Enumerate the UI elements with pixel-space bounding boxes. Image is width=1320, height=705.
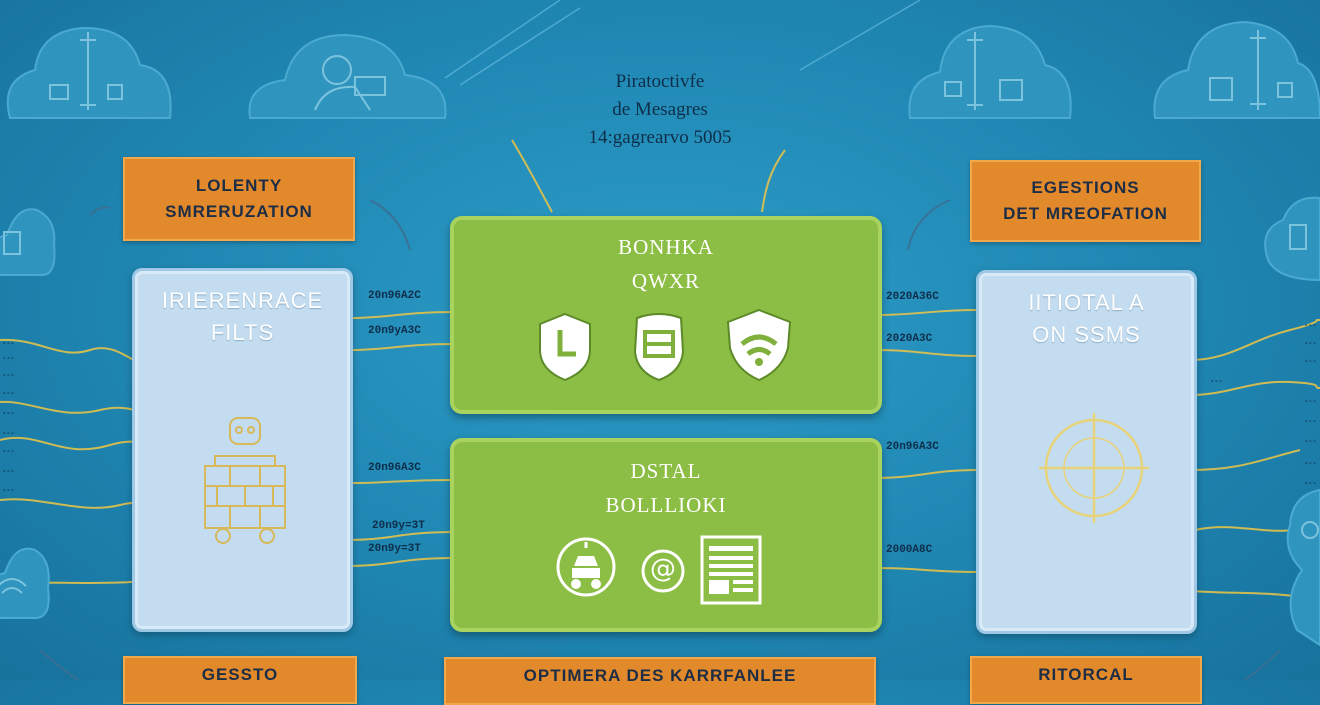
label-top-right-line-1: EGESTIONS	[1031, 178, 1140, 197]
right-panel-title-line-2: ON SSMS	[1032, 322, 1141, 347]
edge-tick-left-7: ---	[2, 448, 15, 456]
robot-icon	[556, 534, 616, 600]
edge-tick-right-2: ---	[1304, 340, 1317, 348]
edge-tick-right-4: ---	[1210, 378, 1223, 386]
right-panel-title-line-1: IITIOTAL A	[1028, 290, 1145, 315]
firewall-robot-icon	[195, 416, 295, 546]
edge-tick-right-6: ---	[1304, 418, 1317, 426]
document-list-icon	[699, 534, 765, 606]
label-top-left-line-1: LOLENTY	[195, 176, 283, 195]
label-top-right-line-2: DET MREOFATION	[1003, 204, 1168, 223]
label-bottom-left: GESSTO	[123, 656, 357, 704]
green-box-bottom-title-line-2: BOLLLIOKI	[605, 493, 727, 517]
connector-label-left-4: 20n9y=3T	[372, 520, 425, 532]
label-bottom-right-text: RITORCAL	[1038, 665, 1134, 684]
edge-tick-left-6: ---	[2, 430, 15, 438]
edge-tick-right-7: ---	[1304, 438, 1317, 446]
title-line-2: de Mesagres	[612, 99, 708, 120]
wifi-shield-icon	[724, 308, 794, 382]
cloud-person-icon	[245, 25, 450, 120]
edge-tick-left-9: ---	[2, 487, 15, 495]
connector-label-left-3: 20n96A3C	[368, 462, 421, 474]
left-panel-title-line-2: FILTS	[210, 320, 275, 345]
edge-tick-right-8: ---	[1304, 460, 1317, 468]
label-top-left: LOLENTY SMRERUZATION	[123, 157, 355, 241]
edge-tick-right-9: ---	[1304, 480, 1317, 488]
green-box-top-title-line-1: BONHKA	[618, 235, 714, 259]
label-bottom-left-text: GESSTO	[201, 665, 279, 684]
green-box-bottom: DSTAL BOLLLIOKI @	[450, 438, 882, 632]
at-sign-icon: @	[640, 548, 686, 594]
clock-shield-icon	[536, 312, 594, 382]
green-box-top-title-line-2: QWXR	[631, 269, 701, 293]
edge-tick-left-1: ---	[2, 340, 15, 348]
edge-tick-left-4: ---	[2, 390, 15, 398]
cloud-server-icon	[905, 10, 1075, 120]
left-panel: IRIERENRACE FILTS	[132, 268, 353, 632]
edge-tick-right-1: ---	[1304, 322, 1317, 330]
edge-tick-left-8: ---	[2, 468, 15, 476]
edge-tick-right-3: ---	[1304, 358, 1317, 366]
right-panel: IITIOTAL A ON SSMS	[976, 270, 1197, 634]
green-box-top: BONHKA QWXR	[450, 216, 882, 414]
label-top-left-line-2: SMRERUZATION	[165, 202, 313, 221]
diagram-title: Piratoctivfe de Mesagres 14:gagrearvo 50…	[480, 68, 840, 152]
label-top-right: EGESTIONS DET MREOFATION	[970, 160, 1201, 242]
label-bottom-center-text: OPTIMERA DES KARRFANLEE	[523, 666, 797, 685]
edge-tick-left-5: ---	[2, 410, 15, 418]
connector-label-right-3: 20n96A3C	[886, 441, 939, 453]
green-box-bottom-title: DSTAL BOLLLIOKI	[454, 454, 878, 522]
cloud-server-icon	[0, 10, 175, 120]
cloud-document-icon	[0, 200, 57, 280]
target-compass-icon	[1029, 413, 1169, 523]
label-bottom-right: RITORCAL	[970, 656, 1202, 704]
left-panel-title: IRIERENRACE FILTS	[135, 285, 350, 349]
green-box-top-title: BONHKA QWXR	[454, 230, 878, 298]
cloud-document-icon	[1258, 190, 1320, 285]
left-panel-title-line-1: IRIERENRACE	[161, 288, 324, 313]
connector-label-left-5: 20n9y=3T	[368, 543, 421, 555]
title-line-3: 14:gagrearvo 5005	[588, 127, 732, 148]
connector-label-left-1: 20n96A2C	[368, 290, 421, 302]
connector-label-right-1: 2020A36C	[886, 291, 939, 303]
cloud-person-icon	[1282, 470, 1320, 650]
connector-label-right-4: 2000A8C	[886, 544, 933, 556]
edge-tick-left-2: ---	[2, 355, 15, 363]
edge-tick-left-3: ---	[2, 372, 15, 380]
green-box-bottom-title-line-1: DSTAL	[630, 459, 702, 483]
label-bottom-center: OPTIMERA DES KARRFANLEE	[444, 657, 876, 705]
cloud-wifi-icon	[0, 538, 52, 623]
cloud-server-icon	[1150, 8, 1320, 120]
connector-label-left-2: 20n9yA3C	[368, 325, 421, 337]
edge-tick-right-5: ---	[1304, 398, 1317, 406]
title-line-1: Piratoctivfe	[615, 71, 705, 92]
right-panel-title: IITIOTAL A ON SSMS	[979, 287, 1194, 351]
document-badge-icon	[629, 312, 689, 382]
connector-label-right-2: 2020A3C	[886, 333, 933, 345]
at-sign-glyph: @	[650, 554, 676, 584]
